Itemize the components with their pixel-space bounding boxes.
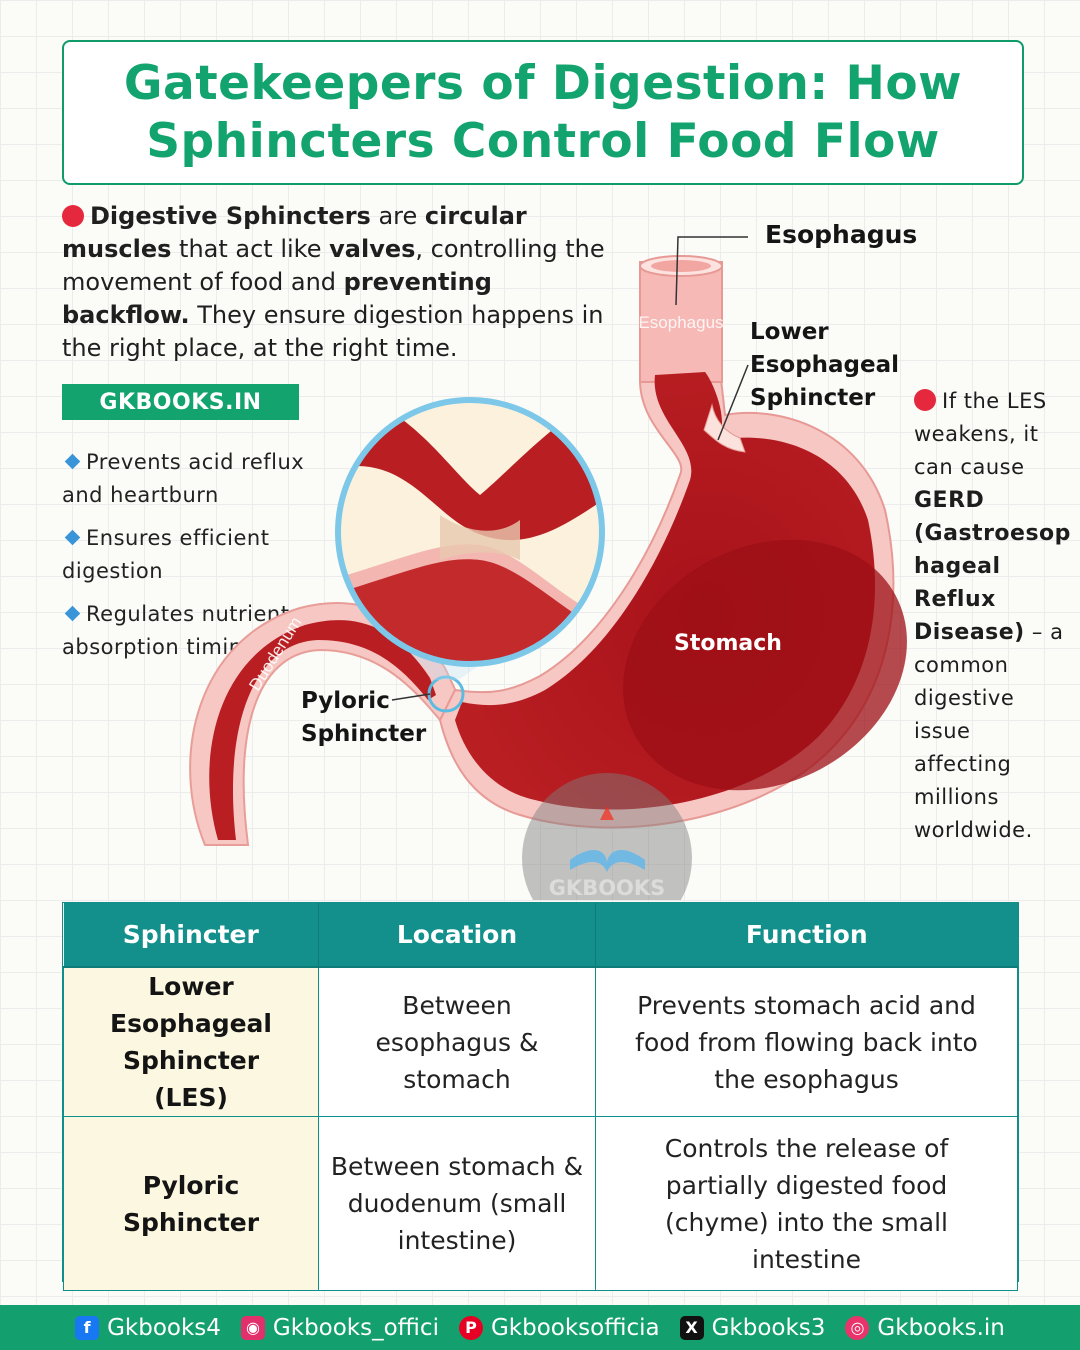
instagram-icon: ◉ — [240, 1315, 265, 1340]
esophagus-inner-label: Esophagus — [638, 313, 723, 332]
social-instagram[interactable]: ◉ Gkbooks_offici — [240, 1314, 439, 1341]
intro-term: Digestive Sphincters — [90, 202, 371, 230]
col-header-location: Location — [318, 903, 596, 968]
cell-sphincter: Pyloric Sphincter — [63, 1116, 319, 1291]
pyloric-label-line: Pyloric — [301, 688, 390, 714]
page-title: Gatekeepers of Digestion: How Sphincters… — [124, 55, 962, 171]
site-tag[interactable]: GKBOOKS.IN — [62, 384, 299, 420]
intro-term: valves — [329, 235, 416, 263]
intro-paragraph: Digestive Sphincters are circular muscle… — [62, 200, 622, 365]
cell-location: Between esophagus & stomach — [318, 966, 596, 1117]
pinterest-icon: P — [458, 1315, 483, 1340]
esophagus-label: Esophagus — [765, 220, 918, 249]
benefit-text: Ensures efficient digestion — [62, 526, 270, 583]
social-x[interactable]: X Gkbooks3 — [679, 1314, 826, 1341]
facebook-icon: f — [75, 1315, 100, 1340]
social-handle: Gkbooks3 — [711, 1314, 826, 1341]
les-label-line: Sphincter — [750, 385, 876, 411]
benefit-text: Regulates nutrient absorption timing — [62, 602, 290, 659]
table-row: Pyloric Sphincter Between stomach & duod… — [63, 1116, 1018, 1291]
globe-icon: ◎ — [845, 1315, 870, 1340]
table-header-row: Sphincter Location Function — [63, 903, 1018, 968]
social-pinterest[interactable]: P Gkbooksofficia — [458, 1314, 660, 1341]
bullet-dot-icon — [62, 205, 84, 227]
cell-sphincter: Lower Esophageal Sphincter (LES) — [63, 966, 319, 1117]
gerd-term: GERD (Gastroesop hageal Reflux Disease) — [914, 488, 1071, 645]
intro-text: , controlling the movement of food and — [62, 235, 605, 296]
col-header-sphincter: Sphincter — [63, 903, 319, 968]
benefit-item: Ensures efficient digestion — [62, 522, 307, 588]
les-label-line: Lower — [750, 319, 829, 345]
les-label: Lower Esophageal Sphincter — [750, 316, 899, 415]
gerd-note: If the LES weakens, it can cause GERD (G… — [914, 385, 1074, 847]
title-line-1: Gatekeepers of Digestion: How — [123, 55, 963, 111]
intro-text: are — [370, 202, 425, 230]
title-line-2: Sphincters Control Food Flow — [146, 113, 940, 169]
cell-location: Between stomach & duodenum (small intest… — [318, 1116, 596, 1291]
pyloric-label-line: Sphincter — [301, 721, 427, 747]
watermark-text: GKBOOKS — [549, 876, 666, 900]
cell-function: Prevents stomach acid and food from flow… — [595, 966, 1018, 1117]
social-facebook[interactable]: f Gkbooks4 — [75, 1315, 221, 1341]
social-website[interactable]: ◎ Gkbooks.in — [845, 1314, 1005, 1341]
stomach-label: Stomach — [674, 631, 782, 656]
col-header-function: Function — [595, 903, 1018, 968]
social-handle: Gkbooks4 — [107, 1314, 221, 1341]
benefit-item: Prevents acid reflux and heartburn — [62, 446, 307, 512]
intro-text: They ensure digestion happens in the rig… — [62, 301, 604, 362]
gerd-text: – a common digestive issue affecting mil… — [914, 620, 1064, 842]
social-handle: Gkbooks_offici — [272, 1314, 439, 1341]
footer-social-bar: f Gkbooks4 ◉ Gkbooks_offici P Gkbooksoff… — [0, 1305, 1080, 1350]
esophagus-tube — [639, 261, 723, 383]
les-label-line: Esophageal — [750, 352, 900, 378]
stomach-diagram: GKBOOKS Esophagus Stomach Duodenum — [189, 236, 907, 900]
gerd-text: If the LES weakens, it can cause — [914, 389, 1047, 479]
benefit-item: Regulates nutrient absorption timing — [62, 598, 307, 664]
table-row: Lower Esophageal Sphincter (LES) Between… — [63, 966, 1018, 1117]
intro-text: that act like — [171, 235, 330, 263]
intro-term: preventing backflow. — [62, 268, 492, 329]
social-handle: Gkbooksofficia — [490, 1314, 660, 1341]
title-box: Gatekeepers of Digestion: How Sphincters… — [62, 40, 1024, 185]
social-handle: Gkbooks.in — [877, 1314, 1005, 1341]
pyloric-label: Pyloric Sphincter — [301, 685, 426, 751]
sphincter-table: Sphincter Location Function Lower Esopha… — [62, 902, 1019, 1291]
bullet-dot-icon — [914, 389, 936, 411]
watermark-logo — [522, 773, 692, 900]
benefit-text: Prevents acid reflux and heartburn — [62, 450, 305, 507]
cell-function: Controls the release of partially digest… — [595, 1116, 1018, 1291]
benefits-list: Prevents acid reflux and heartburn Ensur… — [62, 446, 307, 674]
intro-term: circular muscles — [62, 202, 527, 263]
x-icon: X — [679, 1315, 704, 1340]
